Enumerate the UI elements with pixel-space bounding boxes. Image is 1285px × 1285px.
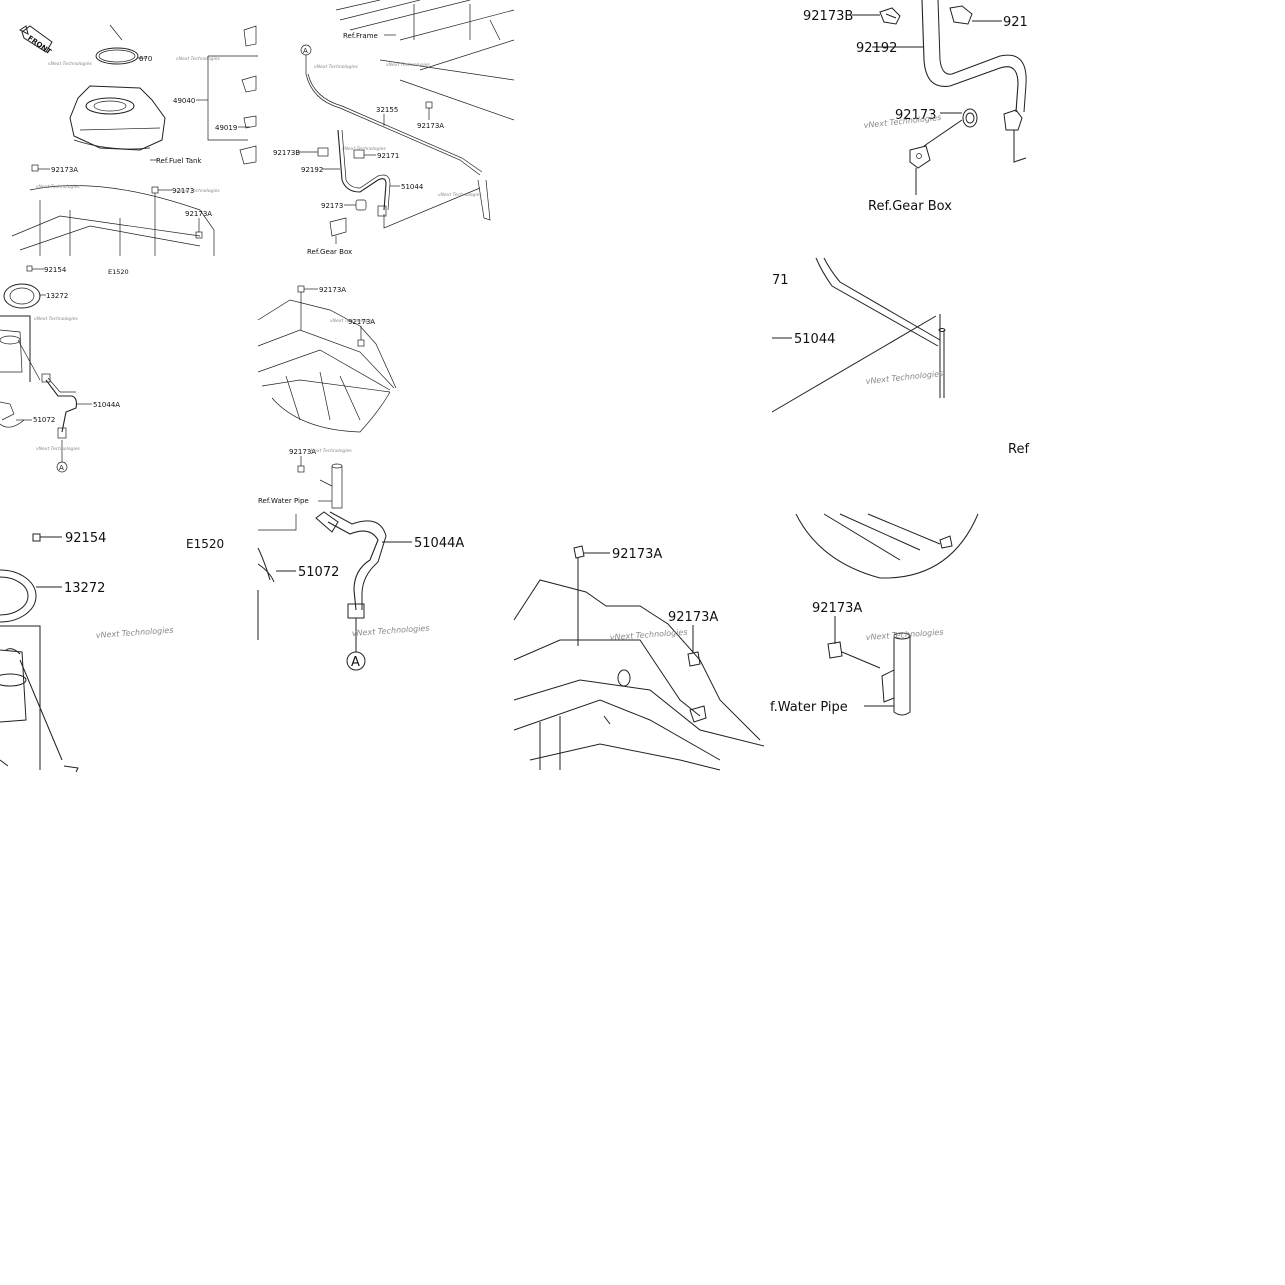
pipe-detail bbox=[815, 257, 939, 347]
watermark: vNext Technologies bbox=[610, 628, 688, 642]
tile-hose-detail: 92173B 921 92192 92173 Ref.Gear Box vNex… bbox=[803, 0, 1028, 214]
watermark: vNext Technologies bbox=[36, 184, 80, 190]
clip-92173b bbox=[879, 7, 901, 25]
label-49040: 49040 bbox=[173, 97, 195, 105]
front-label: FRONT bbox=[26, 34, 53, 56]
water-pipe bbox=[331, 466, 343, 509]
water-pipe-detail bbox=[893, 636, 911, 716]
label-ref-gear-box: Ref.Gear Box bbox=[868, 199, 952, 214]
watermark: vNext Technologies bbox=[36, 446, 80, 452]
label-13272: 13272 bbox=[64, 581, 105, 596]
label-92154: 92154 bbox=[65, 531, 106, 546]
gasket-ring bbox=[95, 47, 139, 65]
tile-hose-routing-overview: Ref.Frame A 32155 92173A 92173B 92171 92… bbox=[273, 0, 515, 256]
label-71: 71 bbox=[772, 273, 789, 288]
label-92173-1: 92173 bbox=[172, 187, 194, 195]
fuel-tank bbox=[69, 85, 166, 151]
fuel-pump bbox=[0, 329, 23, 373]
label-e1520: E1520 bbox=[108, 268, 129, 276]
label-51072: 51072 bbox=[33, 416, 55, 424]
pipe-32155 bbox=[305, 73, 481, 176]
tile-hose-51044a-detail: 51072 51044A A vNext Technologies bbox=[257, 511, 464, 671]
label-92173a: 92173A bbox=[417, 122, 444, 130]
label-32155: 32155 bbox=[376, 106, 398, 114]
label-92173a-1: 92173A bbox=[319, 286, 346, 294]
label-92173a-2: 92173A bbox=[185, 210, 212, 218]
label-ref-water-pipe: Ref.Water Pipe bbox=[258, 497, 309, 505]
label-92173: 92173 bbox=[895, 108, 936, 123]
label-92173a: 92173A bbox=[812, 601, 862, 616]
watermark: vNext Technologies bbox=[352, 624, 430, 638]
watermark: vNext Technologies bbox=[314, 64, 358, 70]
tile-fuel-tank-overview: FRONT 670 Ref.Fuel Tank 49040 49019 9217… bbox=[11, 24, 258, 256]
label-92173a-1: 92173A bbox=[51, 166, 78, 174]
tile-frame-detail: 92173A 92173A vNext Technologies bbox=[513, 545, 765, 771]
hose-51044a-small bbox=[45, 379, 78, 433]
label-670: 670 bbox=[139, 55, 152, 63]
front-arrow-icon: FRONT bbox=[19, 25, 53, 56]
clip-92173a-water bbox=[827, 641, 843, 659]
label-92173b: 92173B bbox=[273, 149, 300, 157]
watermark: vNext Technologies bbox=[176, 188, 220, 194]
label-circle-a: A bbox=[351, 655, 360, 670]
watermark: vNext Technologies bbox=[48, 61, 92, 67]
watermark: vNext Technologies bbox=[330, 318, 374, 324]
tile-water-pipe-detail: 92173A f.Water Pipe vNext Technologies bbox=[770, 513, 979, 716]
label-13272: 13272 bbox=[46, 292, 68, 300]
label-92173b: 92173B bbox=[803, 9, 853, 24]
tile-pipe-end-detail: 71 51044 Ref vNext Technologies bbox=[771, 257, 1029, 457]
label-49019: 49019 bbox=[215, 124, 237, 132]
gasket-13272-detail bbox=[0, 569, 37, 623]
label-921: 921 bbox=[1003, 15, 1028, 30]
gasket-13272 bbox=[3, 283, 41, 309]
hose-92192-detail bbox=[921, 0, 1019, 113]
label-92171: 92171 bbox=[377, 152, 399, 160]
label-51072: 51072 bbox=[298, 565, 339, 580]
label-ref: Ref bbox=[1008, 442, 1029, 457]
label-circle-a: A bbox=[59, 464, 64, 472]
watermark: vNext Technologies bbox=[386, 62, 430, 68]
hose-51044a-detail bbox=[327, 521, 379, 611]
clamp-92173 bbox=[962, 108, 978, 128]
clip-92173a-detail bbox=[573, 545, 585, 559]
label-51044: 51044 bbox=[794, 332, 835, 347]
label-92173: 92173 bbox=[321, 202, 343, 210]
watermark: vNext Technologies bbox=[865, 369, 943, 386]
label-ref-fuel-tank: Ref.Fuel Tank bbox=[156, 157, 202, 165]
label-92173a-2: 92173A bbox=[668, 610, 718, 625]
label-92192: 92192 bbox=[856, 41, 897, 56]
label-51044a: 51044A bbox=[414, 536, 464, 551]
label-51044a: 51044A bbox=[93, 401, 120, 409]
label-e1520: E1520 bbox=[186, 537, 224, 551]
hose-92192 bbox=[337, 129, 387, 211]
watermark: vNext Technologies bbox=[176, 56, 220, 62]
label-92173a-3: 92173A bbox=[289, 448, 316, 456]
tile-pump-overview: 92154 13272 E1520 51044A 51072 A vNext T… bbox=[0, 265, 129, 473]
tile-frame-water-pipe-overview: 92173A 92173A 92173A Ref.Water Pipe vNex… bbox=[257, 285, 397, 531]
label-92173a-2: 92173A bbox=[348, 318, 375, 326]
label-ref-water-pipe: f.Water Pipe bbox=[770, 700, 848, 715]
label-ref-frame: Ref.Frame bbox=[343, 32, 378, 40]
clip-92173a bbox=[31, 164, 39, 172]
label-92154: 92154 bbox=[44, 266, 67, 274]
label-92192: 92192 bbox=[301, 166, 323, 174]
label-51044: 51044 bbox=[401, 183, 424, 191]
watermark: vNext Technologies bbox=[308, 448, 352, 454]
fuel-pump-detail bbox=[0, 649, 27, 723]
watermark: vNext Technologies bbox=[34, 316, 78, 322]
bolt-92154 bbox=[32, 533, 41, 542]
tile-pump-detail: 92154 E1520 13272 vNext Technologies bbox=[0, 531, 224, 773]
label-circle-a-1: A bbox=[303, 47, 308, 55]
watermark: vNext Technologies bbox=[438, 192, 482, 198]
watermark: vNext Technologies bbox=[96, 626, 174, 640]
label-ref-gear-box: Ref.Gear Box bbox=[307, 248, 352, 256]
label-92173a-1: 92173A bbox=[612, 547, 662, 562]
watermark: vNext Technologies bbox=[342, 146, 386, 152]
watermark: vNext Technologies bbox=[866, 628, 944, 642]
